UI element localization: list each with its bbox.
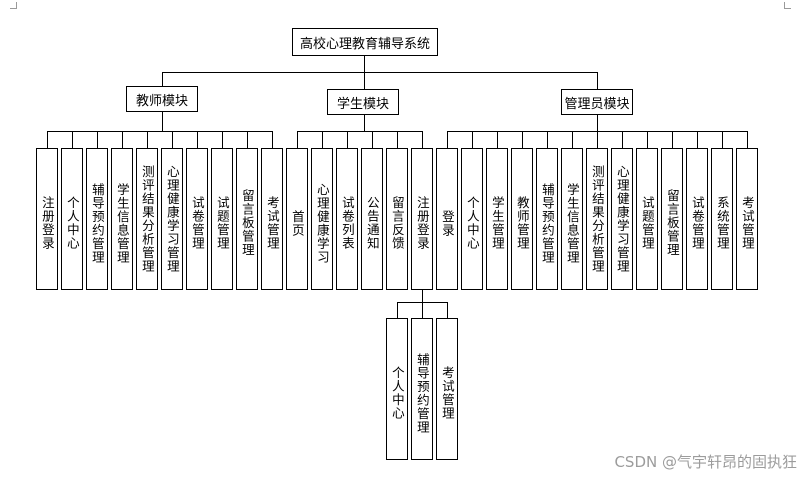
teacher-leaf-1: 注册登录 [36, 148, 58, 290]
student-bus [297, 131, 422, 132]
leaf-drop [147, 131, 148, 148]
teacher-leaf-5: 测评结果分析管理 [136, 148, 158, 290]
sub-drop [422, 302, 423, 318]
admin-leaf-2: 个人中心 [461, 148, 483, 290]
sub-drop [447, 302, 448, 318]
leaf-drop [747, 131, 748, 148]
teacher-leaf-3: 辅导预约管理 [86, 148, 108, 290]
teacher-leaf-10: 考试管理 [261, 148, 283, 290]
root-stem [364, 56, 365, 72]
teacher-module-node: 教师模块 [126, 86, 198, 112]
leaf-drop [347, 131, 348, 148]
admin-leaf-12: 系统管理 [711, 148, 733, 290]
leaf-drop [622, 131, 623, 148]
admin-leaf-3: 学生管理 [486, 148, 508, 290]
leaf-drop [472, 131, 473, 148]
leaf-drop [597, 131, 598, 148]
leaf-drop [72, 131, 73, 148]
student-stem [364, 115, 365, 131]
leaf-drop [197, 131, 198, 148]
student-sub-leaf-3: 考试管理 [436, 318, 458, 460]
student-leaf-4: 公告通知 [361, 148, 383, 290]
admin-leaf-10: 留言板管理 [661, 148, 683, 290]
admin-leaf-7: 测评结果分析管理 [586, 148, 608, 290]
leaf-drop [372, 131, 373, 148]
sub-stem [422, 290, 423, 302]
leaf-drop [97, 131, 98, 148]
page-corner-mark [784, 2, 791, 9]
admin-leaf-5: 辅导预约管理 [536, 148, 558, 290]
teacher-leaf-4: 学生信息管理 [111, 148, 133, 290]
leaf-drop [222, 131, 223, 148]
admin-leaf-9: 试题管理 [636, 148, 658, 290]
student-module-node: 学生模块 [327, 89, 399, 115]
leaf-drop [422, 131, 423, 148]
leaf-drop [297, 131, 298, 148]
admin-drop [597, 72, 598, 89]
leaf-drop [172, 131, 173, 148]
admin-leaf-1: 登录 [436, 148, 458, 290]
root-node: 高校心理教育辅导系统 [292, 28, 438, 56]
student-sub-leaf-2: 辅导预约管理 [411, 318, 433, 460]
leaf-drop [122, 131, 123, 148]
admin-leaf-11: 试卷管理 [686, 148, 708, 290]
leaf-drop [647, 131, 648, 148]
teacher-leaf-6: 心理健康学习管理 [161, 148, 183, 290]
leaf-drop [322, 131, 323, 148]
student-leaf-5: 留言反馈 [386, 148, 408, 290]
teacher-stem [162, 112, 163, 131]
leaf-drop [697, 131, 698, 148]
teacher-bus [47, 131, 272, 132]
leaf-drop [672, 131, 673, 148]
student-leaf-1: 首页 [286, 148, 308, 290]
admin-leaf-13: 考试管理 [736, 148, 758, 290]
leaf-drop [497, 131, 498, 148]
teacher-leaf-2: 个人中心 [61, 148, 83, 290]
teacher-drop [162, 72, 163, 86]
teacher-leaf-9: 留言板管理 [236, 148, 258, 290]
student-leaf-3: 试卷列表 [336, 148, 358, 290]
leaf-drop [547, 131, 548, 148]
page-corner-mark [10, 2, 17, 9]
admin-leaf-6: 学生信息管理 [561, 148, 583, 290]
leaf-drop [522, 131, 523, 148]
teacher-leaf-8: 试题管理 [211, 148, 233, 290]
leaf-drop [272, 131, 273, 148]
admin-stem [597, 115, 598, 131]
teacher-leaf-7: 试卷管理 [186, 148, 208, 290]
sub-drop [397, 302, 398, 318]
student-sub-leaf-1: 个人中心 [386, 318, 408, 460]
leaf-drop [722, 131, 723, 148]
student-leaf-2: 心理健康学习 [311, 148, 333, 290]
student-drop [364, 72, 365, 89]
admin-module-node: 管理员模块 [561, 89, 633, 115]
admin-leaf-4: 教师管理 [511, 148, 533, 290]
leaf-drop [47, 131, 48, 148]
leaf-drop [447, 131, 448, 148]
leaf-drop [397, 131, 398, 148]
watermark: CSDN @气宇轩昂的固执狂 [614, 453, 797, 471]
leaf-drop [572, 131, 573, 148]
leaf-drop [247, 131, 248, 148]
student-leaf-6: 注册登录 [411, 148, 433, 290]
root-bus [162, 72, 598, 73]
admin-leaf-8: 心理健康学习管理 [611, 148, 633, 290]
